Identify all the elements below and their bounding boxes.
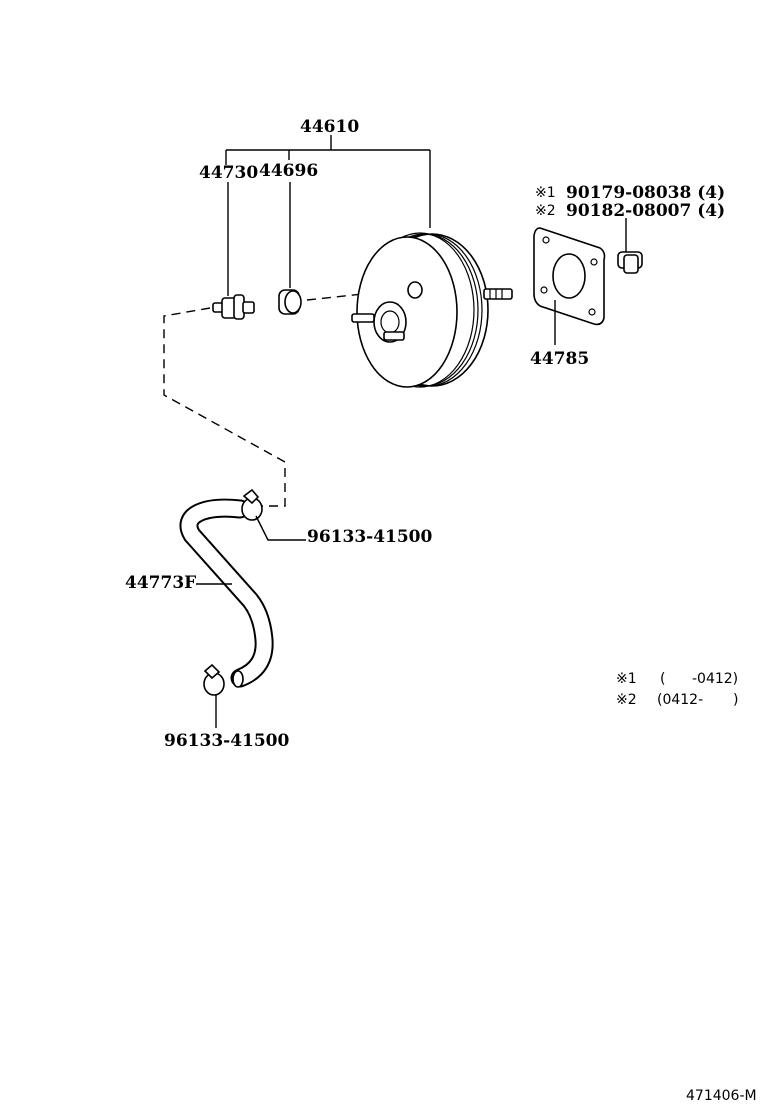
note-2-range: ): [733, 692, 738, 708]
nut-variant-2-label: 90182-08007 (4): [566, 201, 725, 221]
note-1-range-open: (: [660, 671, 665, 687]
clip-lower-label: 96133-41500: [164, 731, 290, 751]
check-valve: [212, 294, 255, 320]
gasket-label: 44785: [530, 349, 589, 369]
clip-upper-label: 96133-41500: [307, 527, 433, 547]
note-1-range: -0412): [692, 671, 738, 687]
clip-upper-leader: [255, 515, 306, 541]
nut-variant-1-label: 90179-08038 (4): [566, 183, 725, 203]
valve-to-hose-path: [163, 307, 286, 507]
gasket: [533, 227, 606, 326]
diagram-id: 471406-M: [686, 1088, 757, 1104]
clip-lower: [203, 663, 225, 696]
vacuum-hose-label: 44773F: [125, 573, 196, 593]
clip-upper: [241, 488, 263, 521]
vacuum-hose: [179, 498, 274, 688]
note-1-mark: ※1: [616, 671, 637, 687]
booster-assembly-label: 44610: [300, 117, 359, 137]
brake-booster: [351, 232, 513, 388]
grommet-label: 44696: [259, 161, 318, 181]
nut-variant-2-mark: ※2: [535, 203, 556, 219]
booster-assembly-bracket: [225, 135, 431, 228]
nut: [617, 251, 643, 274]
grommet: [278, 289, 302, 315]
nut-variant-1-mark: ※1: [535, 185, 556, 201]
note-2-range-open: (0412-: [657, 692, 703, 708]
check-valve-label: 44730: [199, 163, 258, 183]
note-2-mark: ※2: [616, 692, 637, 708]
variant-notes: ※1 ( -0412) ※2 (0412- ): [616, 671, 738, 708]
